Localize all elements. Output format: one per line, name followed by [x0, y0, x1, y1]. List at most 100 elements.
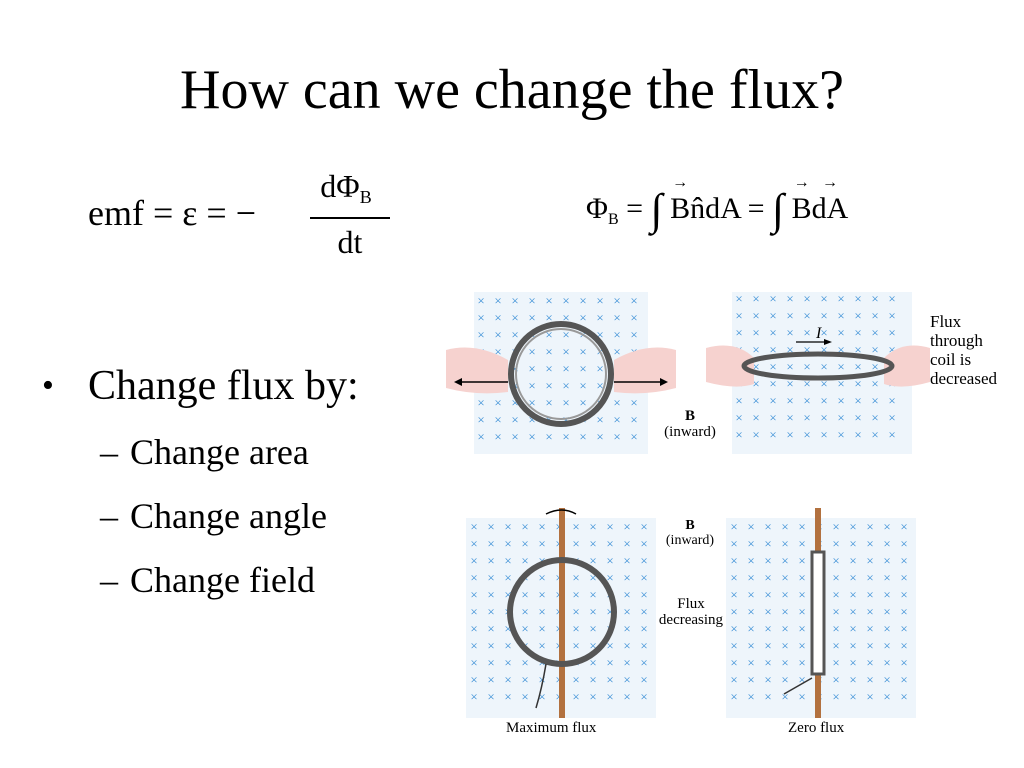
- field-x-mark: ×: [630, 327, 637, 342]
- field-x-mark: ×: [764, 672, 771, 687]
- field-x-mark: ×: [837, 325, 844, 340]
- field-x-mark: ×: [764, 536, 771, 551]
- field-x-mark: ×: [764, 689, 771, 704]
- coil-ring: [508, 321, 614, 427]
- field-x-mark: ×: [786, 291, 793, 306]
- field-x-mark: ×: [900, 655, 907, 670]
- left-hand: [706, 345, 754, 387]
- field-x-mark: ×: [494, 293, 501, 308]
- caption-maximum-flux: Maximum flux: [506, 720, 597, 736]
- field-x-mark: ×: [883, 570, 890, 585]
- right-hand: [884, 345, 930, 387]
- bullet-dot: •: [42, 367, 54, 404]
- field-x-mark: ×: [786, 393, 793, 408]
- field-x-mark: ×: [803, 427, 810, 442]
- field-x-mark: ×: [832, 672, 839, 687]
- field-x-mark: ×: [752, 427, 759, 442]
- field-x-mark: ×: [854, 325, 861, 340]
- field-x-mark: ×: [730, 553, 737, 568]
- field-x-mark: ×: [528, 429, 535, 444]
- field-x-mark: ×: [764, 638, 771, 653]
- field-x-mark: ×: [589, 689, 596, 704]
- field-x-mark: ×: [477, 395, 484, 410]
- field-x-mark: ×: [900, 621, 907, 636]
- field-x-mark: ×: [849, 570, 856, 585]
- field-x-mark: ×: [837, 393, 844, 408]
- field-x-mark: ×: [606, 536, 613, 551]
- field-x-mark: ×: [803, 393, 810, 408]
- field-x-mark: ×: [803, 376, 810, 391]
- field-x-mark: ×: [849, 536, 856, 551]
- field-x-mark: ×: [538, 553, 545, 568]
- field-x-mark: ×: [640, 655, 647, 670]
- field-x-mark: ×: [849, 621, 856, 636]
- field-x-mark: ×: [487, 553, 494, 568]
- field-x-mark: ×: [487, 587, 494, 602]
- field-x-mark: ×: [849, 638, 856, 653]
- field-x-mark: ×: [572, 689, 579, 704]
- field-x-mark: ×: [798, 672, 805, 687]
- field-x-mark: ×: [849, 519, 856, 534]
- field-x-mark: ×: [545, 378, 552, 393]
- field-x-mark: ×: [752, 376, 759, 391]
- field-x-mark: ×: [589, 587, 596, 602]
- sub-bullet-list: –Change area –Change angle –Change field: [100, 420, 359, 612]
- field-x-mark: ×: [613, 344, 620, 359]
- field-x-mark: ×: [572, 672, 579, 687]
- field-x-mark: ×: [854, 427, 861, 442]
- field-x-mark: ×: [803, 410, 810, 425]
- field-x-mark: ×: [572, 638, 579, 653]
- field-x-mark: ×: [837, 427, 844, 442]
- field-x-mark: ×: [747, 638, 754, 653]
- integral-sign-2: ∫: [772, 185, 785, 234]
- field-x-mark: ×: [528, 310, 535, 325]
- field-x-mark: ×: [623, 638, 630, 653]
- field-x-mark: ×: [521, 655, 528, 670]
- field-x-mark: ×: [596, 412, 603, 427]
- field-x-mark: ×: [487, 570, 494, 585]
- field-x-mark: ×: [528, 361, 535, 376]
- field-x-mark: ×: [640, 553, 647, 568]
- field-x-mark: ×: [883, 519, 890, 534]
- bullet-list: • Change flux by: –Change area –Change a…: [42, 362, 359, 612]
- field-x-mark: ×: [849, 604, 856, 619]
- field-x-mark: ×: [888, 308, 895, 323]
- field-x-mark: ×: [752, 308, 759, 323]
- field-x-mark: ×: [871, 376, 878, 391]
- field-x-mark: ×: [521, 604, 528, 619]
- field-x-mark: ×: [521, 587, 528, 602]
- field-x-mark: ×: [487, 536, 494, 551]
- field-x-mark: ×: [470, 638, 477, 653]
- field-x-mark: ×: [781, 519, 788, 534]
- field-x-mark: ×: [798, 519, 805, 534]
- field-x-mark: ×: [470, 587, 477, 602]
- field-x-mark: ×: [883, 604, 890, 619]
- field-x-mark: ×: [504, 689, 511, 704]
- field-x-mark: ×: [589, 553, 596, 568]
- field-x-mark: ×: [900, 536, 907, 551]
- field-x-mark: ×: [640, 587, 647, 602]
- field-x-mark: ×: [832, 604, 839, 619]
- field-x-mark: ×: [511, 293, 518, 308]
- field-x-mark: ×: [820, 410, 827, 425]
- field-x-mark: ×: [820, 342, 827, 357]
- field-x-mark: ×: [538, 672, 545, 687]
- field-x-mark: ×: [747, 689, 754, 704]
- field-x-mark: ×: [900, 570, 907, 585]
- field-x-mark: ×: [769, 325, 776, 340]
- field-x-mark: ×: [769, 427, 776, 442]
- field-x-mark: ×: [866, 536, 873, 551]
- field-x-mark: ×: [511, 395, 518, 410]
- field-x-mark: ×: [786, 376, 793, 391]
- field-x-mark: ×: [854, 359, 861, 374]
- field-x-mark: ×: [538, 536, 545, 551]
- field-x-mark: ×: [849, 553, 856, 568]
- field-x-mark: ×: [596, 310, 603, 325]
- field-x-mark: ×: [640, 604, 647, 619]
- field-x-mark: ×: [494, 327, 501, 342]
- field-x-mark: ×: [477, 327, 484, 342]
- field-x-mark: ×: [820, 359, 827, 374]
- field-x-mark: ×: [487, 689, 494, 704]
- field-x-mark: ×: [866, 553, 873, 568]
- field-x-mark: ×: [477, 310, 484, 325]
